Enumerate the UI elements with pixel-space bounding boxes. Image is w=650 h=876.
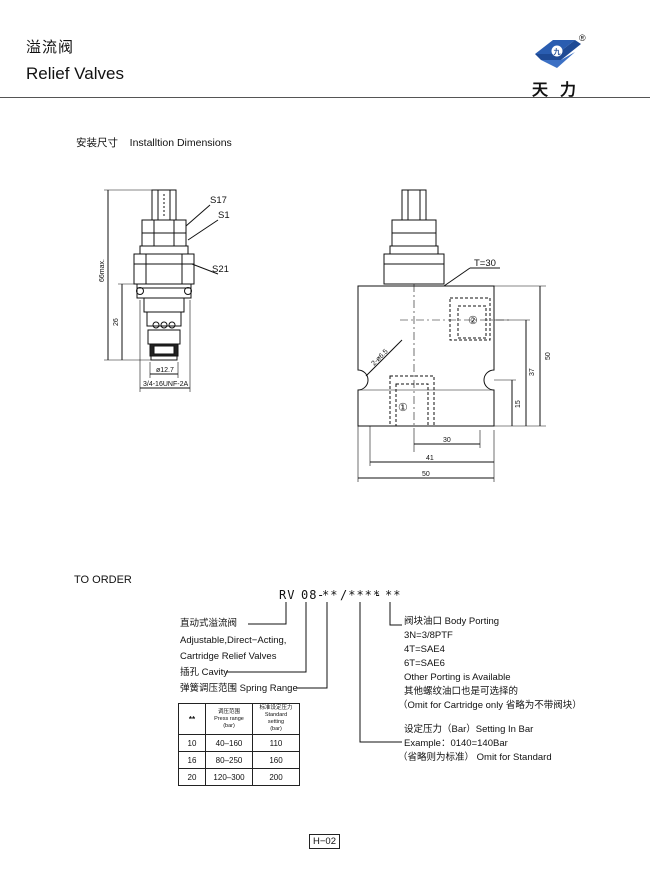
- header-press-range: 调压范围 Press range (bar): [205, 703, 253, 735]
- body-porting-6t: 6T=SAE6: [404, 658, 445, 669]
- header-divider: [0, 97, 650, 98]
- brand-logo: 九: [535, 40, 581, 68]
- brand-name: 天力: [532, 80, 589, 99]
- code-rv: RV: [279, 588, 296, 602]
- table-row: 10 40–160 110: [178, 734, 300, 752]
- code-cavity: 08: [301, 588, 318, 602]
- header-std-unit: (bar): [270, 726, 282, 732]
- label-s21: S21: [212, 264, 229, 275]
- thread-spec: 3/4-16UNF-2A: [143, 381, 188, 388]
- body-porting-other-cn: 其他螺纹油口也是可选择的: [404, 686, 519, 697]
- body-porting-4t: 4T=SAE4: [404, 644, 445, 655]
- dim-15: 15: [515, 400, 522, 408]
- cell-std: 200: [252, 768, 300, 786]
- header-std-en: Standard setting: [264, 712, 288, 725]
- dim-41: 41: [426, 455, 434, 462]
- header-range-cn: 调压范围: [217, 708, 240, 715]
- svg-text:九: 九: [553, 47, 561, 56]
- cell-range: 40–160: [205, 734, 253, 752]
- code-porting: **: [385, 588, 402, 602]
- header-range-unit: (bar): [223, 722, 235, 729]
- page-title-en: Relief Valves: [26, 64, 124, 83]
- dim-37: 37: [529, 368, 536, 376]
- registered-mark: ®: [579, 33, 586, 43]
- cell-range: 120–300: [205, 768, 253, 786]
- label-thickness: T=30: [474, 258, 496, 269]
- cavity-label: 插孔 Cavity: [180, 667, 229, 678]
- setting-omit: （省略则为标准） Omit for Standard: [398, 752, 552, 763]
- port-2-label: ②: [468, 315, 478, 327]
- type-label-en-2: Cartridge Relief Valves: [180, 651, 277, 662]
- table-row: 20 120–300 200: [178, 768, 300, 786]
- label-s17: S17: [210, 195, 227, 206]
- table-header-row: ** 调压范围 Press range (bar) 标准设定压力 Standar…: [178, 703, 300, 735]
- type-label-cn: 直动式溢流阀: [180, 618, 238, 629]
- cell-range: 80–250: [205, 751, 253, 769]
- table-row: 16 80–250 160: [178, 751, 300, 769]
- setting-example: Example：0140=140Bar: [404, 738, 508, 749]
- header-code: **: [178, 703, 206, 735]
- to-order-title: TO ORDER: [74, 574, 132, 586]
- port-1-label: ①: [398, 402, 408, 414]
- page-title-cn: 溢流阀: [26, 39, 75, 56]
- cell-std: 110: [252, 734, 300, 752]
- setting-title: 设定压力（Bar）Setting In Bar: [404, 724, 534, 735]
- code-spring: **: [322, 588, 339, 602]
- cell-code: 10: [178, 734, 206, 752]
- body-porting-title: 阀块油口 Body Porting: [404, 616, 500, 627]
- body-porting-other: Other Porting is Available: [404, 672, 511, 683]
- dim-height: 66max.: [99, 259, 106, 282]
- body-porting-3n: 3N=3/8PTF: [404, 630, 453, 641]
- body-porting-omit: （Omit for Cartridge only 省略为不带阀块）: [398, 700, 582, 711]
- spring-range-label: 弹簧调压范围 Spring Range: [180, 683, 298, 694]
- dim-lower: 26: [113, 318, 120, 326]
- cell-std: 160: [252, 751, 300, 769]
- cell-code: 16: [178, 751, 206, 769]
- header-std-cn: 标准设定压力: [259, 705, 293, 711]
- page-number: H−02: [309, 834, 340, 849]
- valve-body-drawing: T=30 ② ① 2-ø6.5 50 37 15 30 41 50: [357, 189, 552, 482]
- label-s19: S19: [218, 210, 230, 221]
- code-setting: /****: [340, 588, 382, 602]
- spring-range-table: ** 调压范围 Press range (bar) 标准设定压力 Standar…: [178, 703, 300, 786]
- type-label-en-1: Adjustable,Direct−Acting,: [180, 635, 287, 646]
- dim-height-50: 50: [545, 352, 552, 360]
- install-dimensions-title: 安装尺寸 Installtion Dimensions: [76, 137, 232, 149]
- dim-diameter: ø12.7: [156, 367, 174, 374]
- dim-30: 30: [443, 437, 451, 444]
- cell-code: 20: [178, 768, 206, 786]
- dim-50: 50: [422, 471, 430, 478]
- cartridge-drawing: S17 S19 S21 66max. 26 ø12.7 3/4-16UNF-2A: [99, 189, 230, 392]
- header-range-en: Press range: [214, 715, 244, 722]
- header-standard-setting: 标准设定压力 Standard setting (bar): [252, 703, 300, 735]
- code-dash-2: -: [374, 588, 383, 602]
- code-dash-1: -: [317, 588, 326, 602]
